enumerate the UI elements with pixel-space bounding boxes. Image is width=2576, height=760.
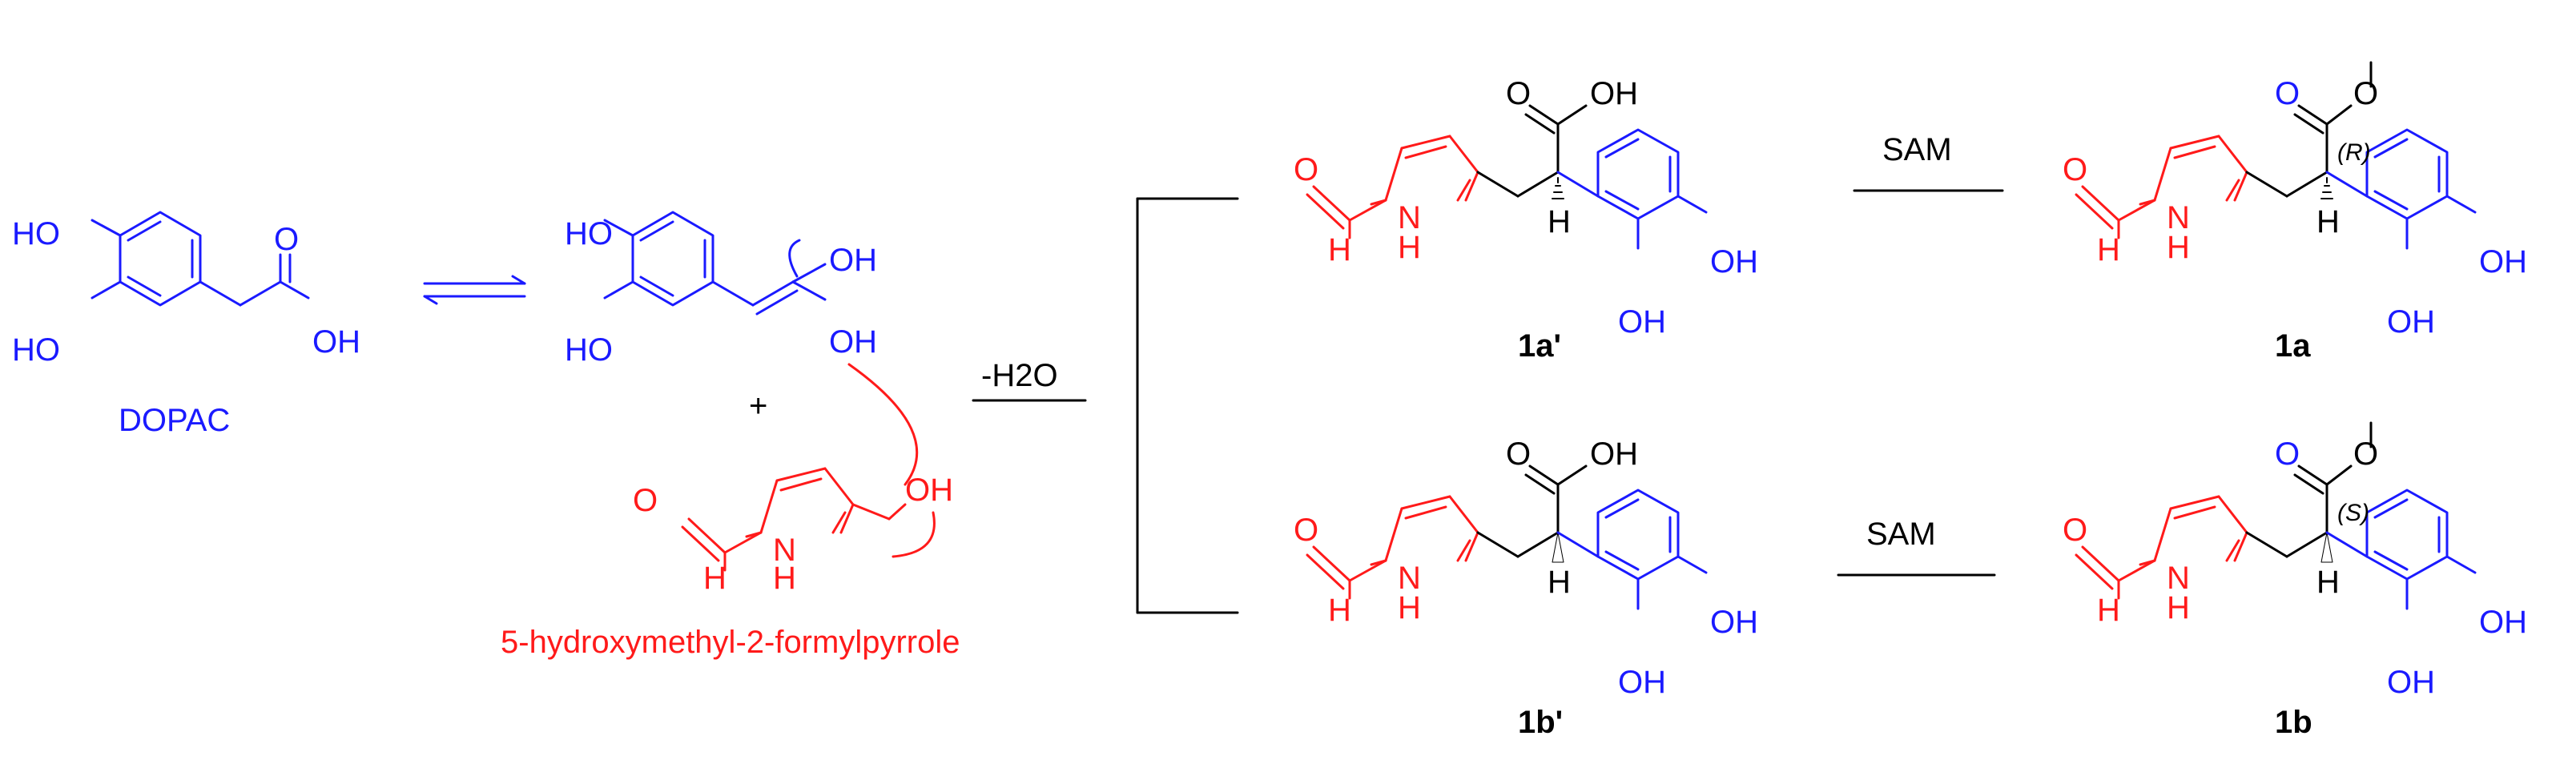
dopac-ho-top: HO — [12, 216, 60, 251]
1b-prime-aldehyde-h: H — [1328, 593, 1351, 628]
1a-prime-oh-para: OH — [1710, 244, 1758, 279]
1b-nh-n: N — [2167, 561, 2190, 596]
electron-push-arrow-blue — [788, 239, 801, 278]
1b-prime-nh-n: N — [1398, 561, 1421, 596]
1a-oh-para: OH — [2479, 244, 2527, 279]
1b-stereo-descriptor: (S) — [2337, 500, 2369, 526]
1a-ester-o: O — [2353, 76, 2378, 111]
leaving-group-arrow — [892, 511, 936, 558]
1b-oh-meta: OH — [2387, 665, 2435, 700]
equilibrium-arrows — [423, 275, 526, 305]
enediol-oh-bottom: OH — [829, 324, 877, 360]
1b-nh-h: H — [2167, 590, 2190, 625]
1a-prime-alpha-h: H — [1548, 204, 1571, 239]
pyrrole-reagent-molecule — [681, 467, 907, 572]
1b-prime-aldehyde-o: O — [1294, 513, 1318, 548]
product-1b: O H N H O O (S) H OH OH 1b — [2063, 421, 2527, 740]
1a-ester-carbonyl-o: O — [2275, 76, 2300, 111]
enediol-ho-bottom: HO — [565, 332, 613, 368]
1a-prime-oh-meta: OH — [1618, 304, 1666, 340]
intermediate-1a-prime: O H N H O OH H OH OH 1a' — [1294, 76, 1758, 364]
1a-label: 1a — [2275, 328, 2311, 364]
1a-prime-nh-h: H — [1398, 230, 1421, 265]
1b-prime-acid-oh: OH — [1590, 436, 1638, 472]
1a-stereo-descriptor: (R) — [2337, 139, 2371, 166]
dopac-molecule — [91, 211, 310, 307]
1a-prime-label: 1a' — [1518, 328, 1561, 364]
1b-alpha-h: H — [2316, 565, 2340, 600]
pyrrole-reagent-aldehyde-o: O — [633, 483, 658, 518]
product-1a: O H N H O O (R) H OH OH 1a — [2063, 61, 2527, 364]
dopac-ho-bottom: HO — [12, 332, 60, 368]
enediol-oh-top: OH — [829, 243, 877, 278]
sam-label-bottom: SAM — [1866, 517, 1936, 552]
enediol-molecule — [603, 211, 827, 316]
1b-prime-oh-para: OH — [1710, 605, 1758, 640]
1b-prime-alpha-h: H — [1548, 565, 1571, 600]
1a-oh-meta: OH — [2387, 304, 2435, 340]
1a-prime-nh-n: N — [1398, 200, 1421, 235]
nucleophilic-attack-arrow — [847, 363, 919, 486]
1b-ester-o: O — [2353, 436, 2378, 472]
1b-prime-label: 1b' — [1518, 705, 1563, 740]
1b-aldehyde-o: O — [2063, 513, 2087, 548]
1a-prime-acid-oh: OH — [1590, 76, 1638, 111]
1b-prime-oh-meta: OH — [1618, 665, 1666, 700]
dopac-oh: OH — [312, 324, 360, 360]
pyrrole-reagent-oh: OH — [905, 472, 953, 508]
dopac-carbonyl-o: O — [274, 222, 299, 257]
pyrrole-reagent-nh-h: H — [773, 561, 796, 596]
1a-aldehyde-o: O — [2063, 152, 2087, 187]
1a-aldehyde-h: H — [2097, 232, 2120, 267]
1a-nh-n: N — [2167, 200, 2190, 235]
1a-prime-aldehyde-o: O — [1294, 152, 1318, 187]
1b-label: 1b — [2275, 705, 2312, 740]
1a-alpha-h: H — [2316, 204, 2340, 239]
sam-label-top: SAM — [1882, 132, 1952, 167]
1b-oh-para: OH — [2479, 605, 2527, 640]
plus-sign: + — [749, 388, 767, 424]
1a-nh-h: H — [2167, 230, 2190, 265]
1a-prime-aldehyde-h: H — [1328, 232, 1351, 267]
1b-prime-acid-o: O — [1506, 436, 1531, 472]
1b-aldehyde-h: H — [2097, 593, 2120, 628]
pyrrole-reagent-name: 5-hydroxymethyl-2-formylpyrrole — [501, 625, 960, 660]
intermediate-1b-prime: O H N H O OH H OH OH 1b' — [1294, 436, 1758, 740]
pyrrole-reagent-nh-n: N — [773, 533, 796, 568]
pyrrole-reagent-aldehyde-h: H — [703, 561, 727, 596]
dehydration-label: -H2O — [981, 358, 1058, 393]
1a-prime-acid-o: O — [1506, 76, 1531, 111]
enediol-ho-top: HO — [565, 216, 613, 251]
1b-prime-nh-h: H — [1398, 590, 1421, 625]
dopac-name: DOPAC — [119, 403, 230, 438]
1b-ester-carbonyl-o: O — [2275, 436, 2300, 472]
